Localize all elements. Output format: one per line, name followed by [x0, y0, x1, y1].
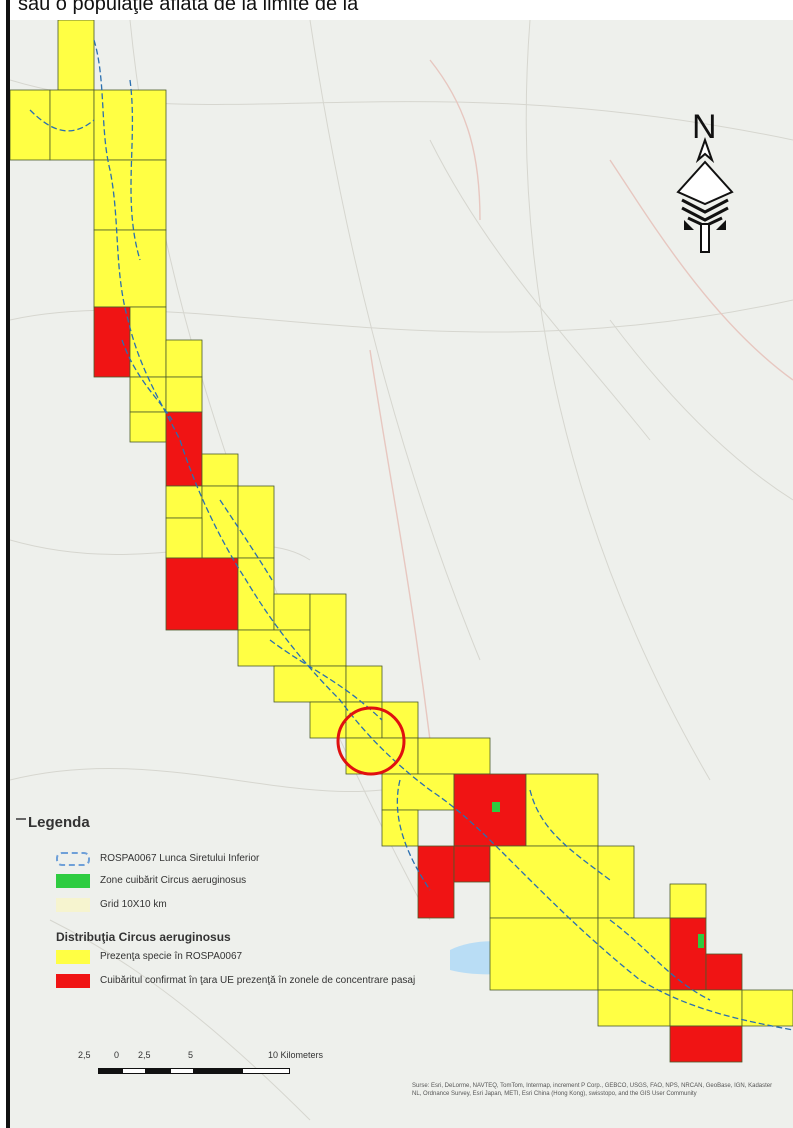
presence-cell [237, 629, 311, 667]
north-arrow: N [676, 108, 734, 253]
presence-cell [10, 89, 51, 161]
presence-cell [273, 665, 347, 703]
river-line [29, 109, 95, 132]
presence-cell [345, 665, 383, 703]
nest-zone [698, 934, 704, 948]
presence-cell [597, 989, 671, 1027]
scale-label: 2,5 [138, 1050, 151, 1060]
nesting-cell [165, 557, 239, 631]
river-line [609, 919, 711, 1001]
legend-swatch-yellow [56, 950, 90, 964]
river-line [129, 79, 141, 261]
presence-cell [237, 557, 275, 631]
scale-segment [170, 1068, 194, 1074]
nesting-cell [705, 953, 743, 991]
presence-cell [237, 485, 275, 559]
presence-cell [489, 917, 599, 991]
nesting-cell [165, 411, 203, 487]
nesting-cell [669, 917, 707, 991]
presence-cell [57, 20, 95, 91]
rivers [29, 39, 793, 1031]
legend-swatch-site [56, 852, 90, 866]
legend-swatch-red [56, 974, 90, 988]
scale-label: 2,5 [78, 1050, 91, 1060]
nesting-cell [93, 306, 131, 378]
legend-icon [16, 818, 26, 826]
nesting-cell [669, 1025, 743, 1063]
legend-swatch-green [56, 874, 90, 888]
legend-swatch-grid [56, 898, 90, 912]
river-line [219, 499, 273, 581]
left-border [6, 0, 10, 1128]
legend-label: Zone cuibărit Circus aeruginosus [100, 875, 247, 886]
nest-zone [492, 802, 500, 812]
legend-label: Cuibăritul confirmat în ţara UE prezenţă… [100, 975, 416, 986]
presence-cell [129, 411, 167, 443]
presence-cell [309, 593, 347, 667]
river-line [396, 779, 431, 891]
highlight-circle[interactable] [336, 706, 406, 776]
scale-label: 0 [114, 1050, 120, 1060]
presence-cell [165, 485, 203, 519]
legend-label: ROSPA0067 Lunca Siretului Inferior [100, 853, 260, 864]
presence-cell [165, 376, 203, 413]
presence-cell [201, 453, 239, 487]
legend-subtitle: Distribuţia Circus aeruginosus [56, 930, 231, 944]
presence-cell [597, 845, 635, 919]
river-line [121, 339, 173, 421]
scale-segment [194, 1068, 242, 1074]
map-credits: Surse: Esri, DeLorme, NAVTEQ, TomTom, In… [412, 1083, 773, 1097]
presence-cell [93, 89, 167, 161]
presence-cell [381, 773, 455, 811]
presence-cell [93, 229, 167, 308]
nesting-cell [417, 845, 455, 919]
presence-cell [93, 159, 167, 231]
presence-cell [669, 883, 707, 919]
nesting-cell [453, 845, 491, 883]
presence-cell [201, 485, 239, 559]
legend-title: Legenda [28, 814, 90, 831]
river-line [93, 39, 793, 1031]
presence-cell [165, 339, 203, 378]
presence-cell [129, 306, 167, 378]
presence-cell [273, 593, 311, 631]
top-caption: sau o populaţie aflată de la limite de l… [18, 0, 359, 15]
legend-label: Grid 10X10 km [100, 899, 167, 910]
scale-segment [146, 1068, 170, 1074]
presence-cell [165, 517, 203, 559]
basemap-roads-major [369, 59, 793, 741]
map-frame[interactable]: N [10, 20, 793, 1128]
presence-cell [489, 845, 599, 919]
presence-cell [129, 376, 167, 413]
scale-bar: 2,5 0 2,5 5 10 Kilometers [78, 1050, 350, 1090]
river-line [529, 789, 611, 881]
legend-label: Prezenţa specie în ROSPA0067 [100, 951, 243, 962]
scale-label: 10 Kilometers [268, 1050, 324, 1060]
presence-cell [741, 989, 793, 1027]
nesting-cell [453, 773, 527, 847]
presence-cell [669, 989, 743, 1027]
presence-cell [417, 737, 491, 775]
scale-segment [98, 1068, 122, 1074]
presence-cell [345, 737, 419, 775]
scale-label: 5 [188, 1050, 194, 1060]
presence-cell [381, 701, 419, 739]
map-canvas[interactable] [10, 20, 793, 1128]
scale-segment [242, 1068, 290, 1074]
scale-segment [122, 1068, 146, 1074]
